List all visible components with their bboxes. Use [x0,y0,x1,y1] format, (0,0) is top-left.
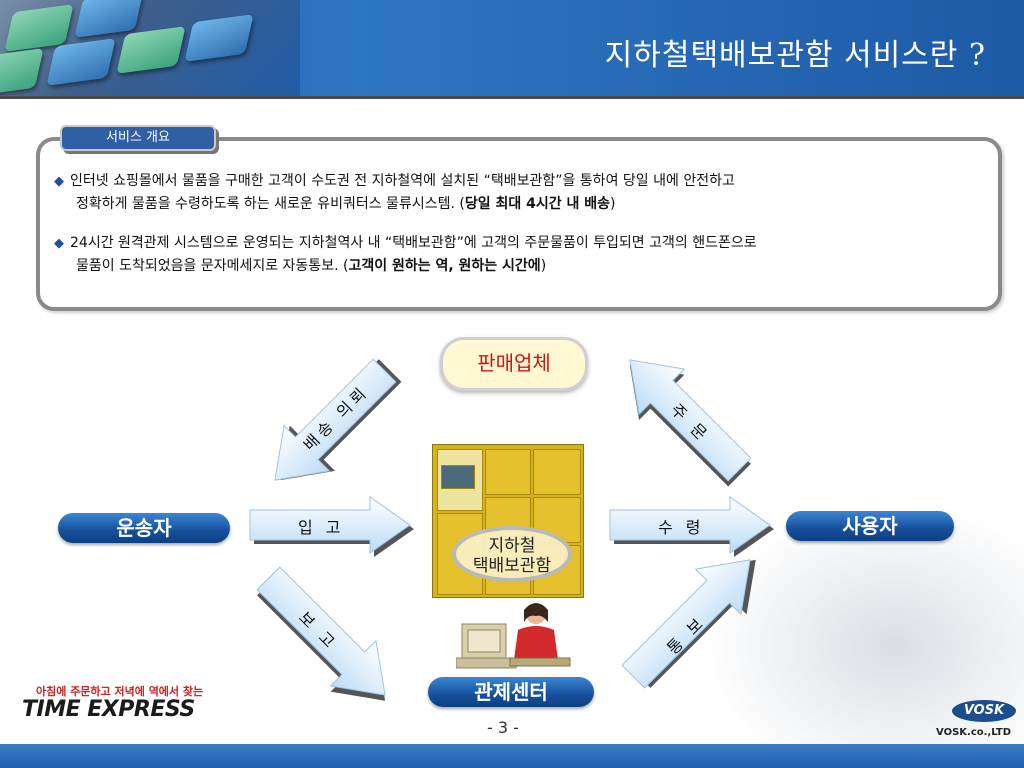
time-express-logo: TIME EXPRESS [22,697,195,722]
header-divider [0,96,1024,99]
vosk-company-name: VOSK.co.,LTD [936,727,1012,738]
overview-bullet-1: ◆ 인터넷 쇼핑몰에서 물품을 구매한 고객이 수도권 전 지하철역에 설치된 “… [54,170,984,215]
arrow-receive [609,496,774,557]
bullet-2-line-2: 물품이 도착되었음을 문자메세지로 자동통보. ( [76,258,349,274]
arrow-delivery-request [274,358,402,481]
vosk-logo: VOSK [952,700,1016,722]
header-bar: 지하철택배보관함 서비스란 ? [0,0,1024,96]
overview-panel [36,137,1002,311]
locker-label: 지하철 택배보관함 [452,526,572,582]
node-control-center: 관제센터 [428,677,594,707]
locker-label-line-2: 택배보관함 [472,556,552,576]
label-receive: 수 령 [658,518,705,537]
page-title: 지하철택배보관함 서비스란 ? [604,38,986,73]
node-user: 사용자 [786,511,954,541]
bullet-1-line-2: 정확하게 물품을 수령하도록 하는 새로운 유비쿼터스 물류시스템. ( [76,196,465,212]
node-courier: 운송자 [58,513,230,543]
overview-tab-label: 서비스 개요 [60,125,216,151]
page-number: - 3 - [487,718,519,737]
operator-illustration [456,603,571,669]
bullet-2-close: ) [540,258,547,274]
overview-bullet-2: ◆ 24시간 원격관제 시스템으로 운영되는 지하철역사 내 “택배보관함”에 고… [54,232,984,277]
node-seller: 판매업체 [440,337,588,391]
time-express-slogan: 아침에 주문하고 저녁에 역에서 찾는 [36,685,204,698]
bullet-2-line-1: 24시간 원격관제 시스템으로 운영되는 지하철역사 내 “택배보관함”에 고객… [70,235,757,251]
bullet-2-emphasis: 고객이 원하는 역, 원하는 시간에 [348,258,541,274]
footer-bar [0,744,1024,768]
label-deposit: 입 고 [298,518,345,537]
arrow-order [629,359,752,487]
arrow-report [256,566,386,701]
bullet-1-emphasis: 당일 최대 4시간 내 배송 [464,196,610,212]
keyboard-photo [0,0,300,96]
arrow-deposit [249,496,414,557]
arrow-notify [621,559,756,689]
diamond-bullet-icon: ◆ [54,174,64,189]
bullet-1-line-1: 인터넷 쇼핑몰에서 물품을 구매한 고객이 수도권 전 지하철역에 설치된 “택… [70,173,735,189]
bullet-1-close: ) [610,196,616,212]
diamond-bullet-icon: ◆ [54,236,64,251]
locker-label-line-1: 지하철 [488,536,536,556]
